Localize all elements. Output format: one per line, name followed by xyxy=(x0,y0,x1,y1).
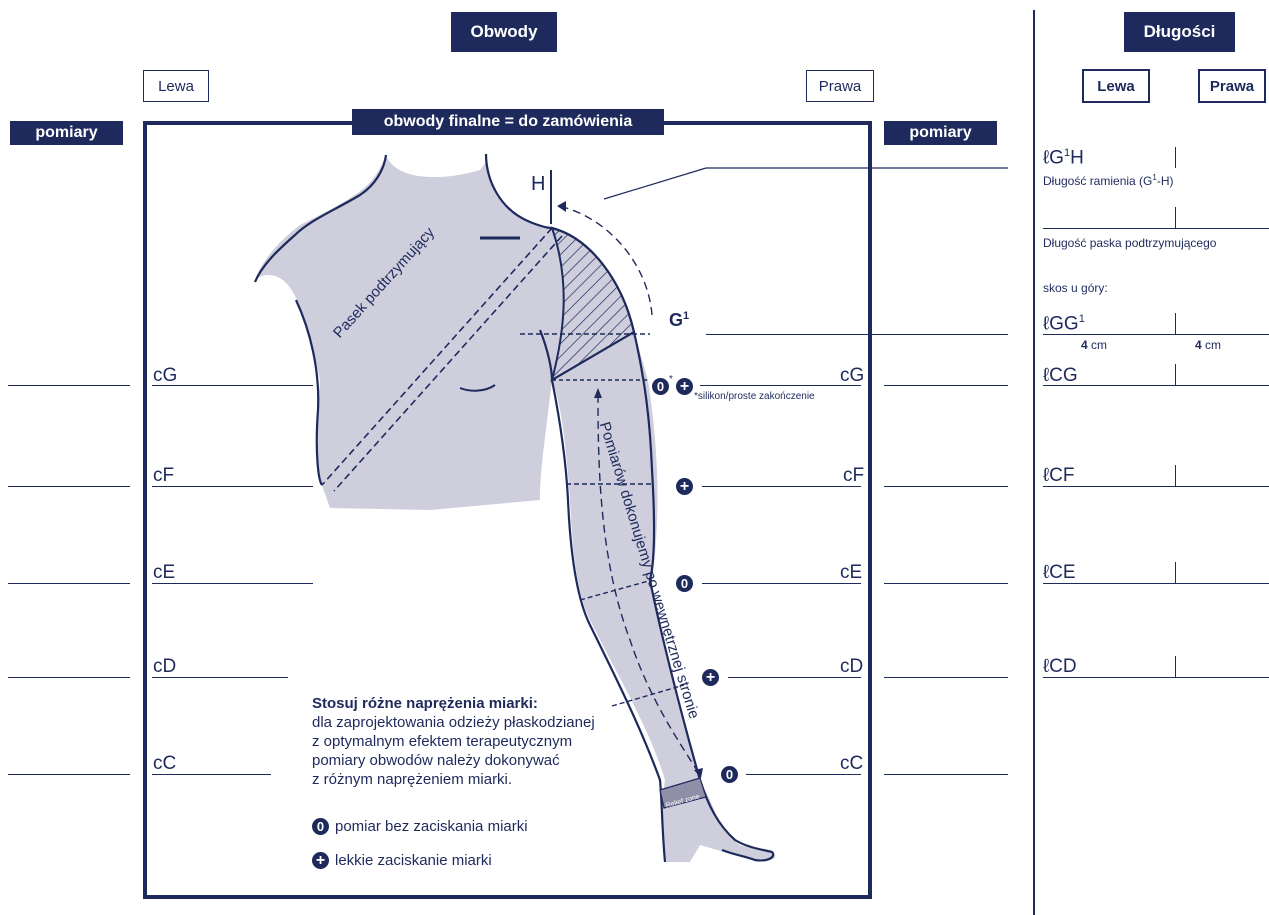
length-cg-label: ℓCG xyxy=(1043,366,1078,385)
arm-length-end: -H) xyxy=(1157,174,1174,188)
strap-length-desc: Długość paska podtrzymującego xyxy=(1043,236,1216,250)
gg1-left-number: 4 xyxy=(1081,338,1088,352)
length-cf-label: ℓCF xyxy=(1043,466,1074,485)
cc-left-outer-line xyxy=(8,774,130,775)
length-cf-line xyxy=(1043,486,1269,487)
cg-right-outer-line xyxy=(884,385,1008,386)
cc-left-inner-line xyxy=(152,774,271,775)
gg1-main: GG xyxy=(1049,313,1079,334)
cd-left-outer-line xyxy=(8,677,130,678)
g1h-main: G xyxy=(1049,147,1064,168)
ce-right-label: cE xyxy=(840,563,862,582)
gg1-left-value: 4 cm xyxy=(1081,338,1107,352)
strap-length-line xyxy=(1043,228,1269,229)
g1h-divider xyxy=(1175,147,1176,168)
cg-star: * xyxy=(669,374,673,385)
length-cd-divider xyxy=(1175,656,1176,677)
cf-right-inner-line xyxy=(702,486,861,487)
legend-zero-text: pomiar bez zaciskania miarki xyxy=(335,817,528,836)
cg-left-outer-line xyxy=(8,385,130,386)
legend-line-2: z optymalnym efektem terapeutycznym xyxy=(312,732,572,751)
length-cd-label: ℓCD xyxy=(1043,657,1077,676)
gg1-right-number: 4 xyxy=(1195,338,1202,352)
g1-leader-line xyxy=(706,334,1008,335)
cc-right-outer-line xyxy=(884,774,1008,775)
legend-zero-icon: 0 xyxy=(312,818,329,835)
cc-left-label: cC xyxy=(153,754,176,773)
cf-left-label: cF xyxy=(153,466,174,485)
ce-left-inner-line xyxy=(152,583,313,584)
length-gg1-label: ℓGG1 xyxy=(1043,314,1085,333)
ce-left-outer-line xyxy=(8,583,130,584)
gg1-left-unit: cm xyxy=(1091,338,1107,352)
gg1-line xyxy=(1043,334,1269,335)
gg1-right-unit: cm xyxy=(1205,338,1221,352)
point-g1-label: G1 xyxy=(669,311,689,329)
cg-plus-mark: + xyxy=(676,378,693,395)
cc-right-inner-line xyxy=(746,774,861,775)
legend-plus-text: lekkie zaciskanie miarki xyxy=(335,851,492,870)
ce-left-label: cE xyxy=(153,563,175,582)
arm-length-text: Długość ramienia (G xyxy=(1043,174,1152,188)
legend-plus-icon: + xyxy=(312,852,329,869)
gg1-divider xyxy=(1175,313,1176,334)
cd-left-label: cD xyxy=(153,657,176,676)
g1h-end: H xyxy=(1070,147,1084,168)
cg-right-inner-line xyxy=(700,385,861,386)
cf-left-inner-line xyxy=(152,486,313,487)
legend-line-4: z różnym naprężeniem miarki. xyxy=(312,770,512,789)
point-g1-letter: G xyxy=(669,310,683,330)
cd-right-outer-line xyxy=(884,677,1008,678)
silicone-note: *silikon/proste zakończenie xyxy=(694,391,815,402)
length-cg-line xyxy=(1043,385,1269,386)
length-ce-line xyxy=(1043,583,1269,584)
length-cg-divider xyxy=(1175,364,1176,385)
cc-right-label: cC xyxy=(840,754,863,773)
cd-right-label: cD xyxy=(840,657,863,676)
ce-right-inner-line xyxy=(702,583,861,584)
gg1-sup: 1 xyxy=(1079,313,1085,325)
length-cd-line xyxy=(1043,677,1269,678)
length-g1h-label: ℓG1H xyxy=(1043,148,1084,167)
legend-line-3: pomiary obwodów należy dokonywać xyxy=(312,751,560,770)
legend-line-1: dla zaprojektowania odzieży płaskodziane… xyxy=(312,713,595,732)
arm-length-desc: Długość ramienia (G1-H) xyxy=(1043,173,1174,188)
length-ce-divider xyxy=(1175,562,1176,583)
cf-right-label: cF xyxy=(843,466,864,485)
cd-right-inner-line xyxy=(728,677,861,678)
cf-plus-mark: + xyxy=(676,478,693,495)
cd-plus-mark: + xyxy=(702,669,719,686)
ce-zero-mark: 0 xyxy=(676,575,693,592)
legend-title: Stosuj różne naprężenia miarki: xyxy=(312,694,538,713)
cg-right-label: cG xyxy=(840,366,864,385)
cf-left-outer-line xyxy=(8,486,130,487)
bevel-label: skos u góry: xyxy=(1043,281,1108,295)
gg1-right-value: 4 cm xyxy=(1195,338,1221,352)
point-h-label: H xyxy=(531,174,545,194)
ce-right-outer-line xyxy=(884,583,1008,584)
cg-zero-mark: 0 xyxy=(652,378,669,395)
cf-right-outer-line xyxy=(884,486,1008,487)
point-g1-sup: 1 xyxy=(683,310,689,322)
cd-left-inner-line xyxy=(152,677,288,678)
length-ce-label: ℓCE xyxy=(1043,563,1076,582)
cg-left-label: cG xyxy=(153,366,177,385)
strap-length-divider xyxy=(1175,207,1176,228)
cc-zero-mark: 0 xyxy=(721,766,738,783)
length-cf-divider xyxy=(1175,465,1176,486)
